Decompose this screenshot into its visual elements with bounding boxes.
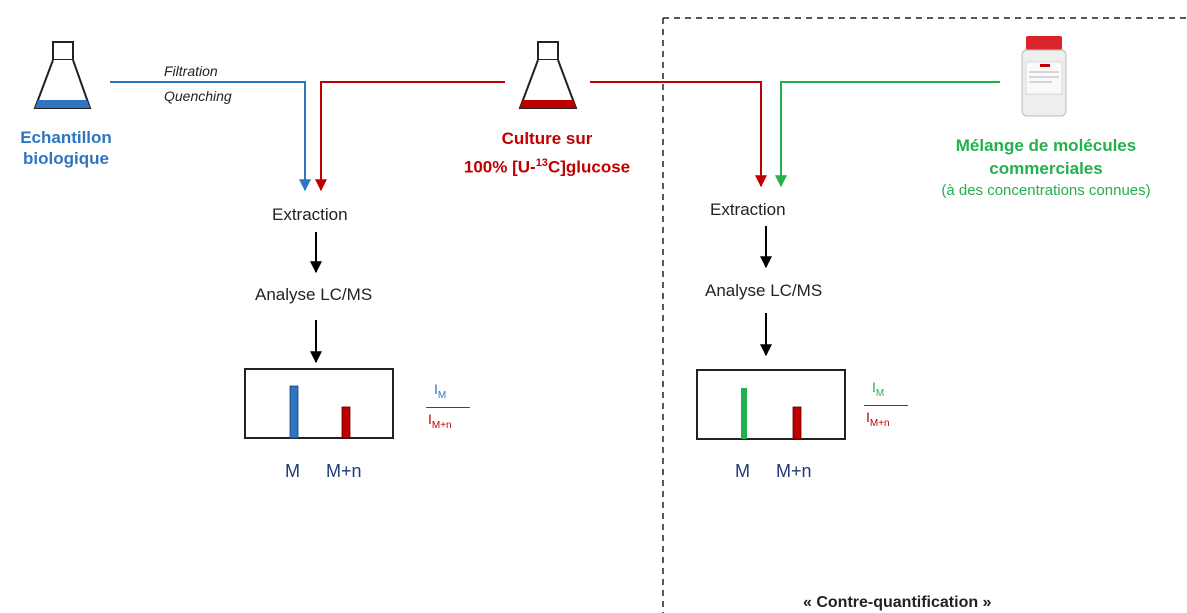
- mass-spectrum-box: [244, 368, 394, 439]
- culture-label: Culture sur 100% [U-13C]glucose: [463, 129, 631, 177]
- dashed-separator: [662, 17, 1187, 613]
- extraction-step: Extraction: [710, 200, 786, 219]
- sample-label: Echantillon biologique: [20, 128, 112, 168]
- lcms-analysis-step: Analyse LC/MS: [705, 281, 823, 300]
- counter-quantification-caption: « Contre-quantification »: [803, 594, 992, 611]
- intensity-ratio: IM IM+n: [426, 381, 470, 434]
- intensity-ratio: IM IM+n: [864, 379, 908, 432]
- culture-flow-arrow-right: [590, 81, 767, 188]
- filtration-label: Filtration: [164, 63, 218, 79]
- sample-flow-arrow: [110, 81, 311, 192]
- reagent-bottle-icon: [1021, 36, 1067, 117]
- extraction-step: Extraction: [272, 205, 348, 224]
- quenching-label: Quenching: [164, 88, 232, 104]
- erlenmeyer-flask-icon: [518, 41, 578, 109]
- mass-spectrum-box: [696, 369, 846, 440]
- culture-flow-arrow-left: [315, 81, 505, 192]
- axis-label-m: M: [285, 461, 300, 481]
- commercial-flow-arrow: [775, 81, 1000, 188]
- axis-label-mn: M+n: [326, 461, 362, 481]
- axis-label-mn: M+n: [776, 461, 812, 481]
- axis-label-m: M: [735, 461, 750, 481]
- erlenmeyer-flask-icon: [33, 41, 92, 109]
- lcms-analysis-step: Analyse LC/MS: [255, 285, 373, 304]
- commercial-label: Mélange de molécules commerciales (à des…: [941, 136, 1151, 199]
